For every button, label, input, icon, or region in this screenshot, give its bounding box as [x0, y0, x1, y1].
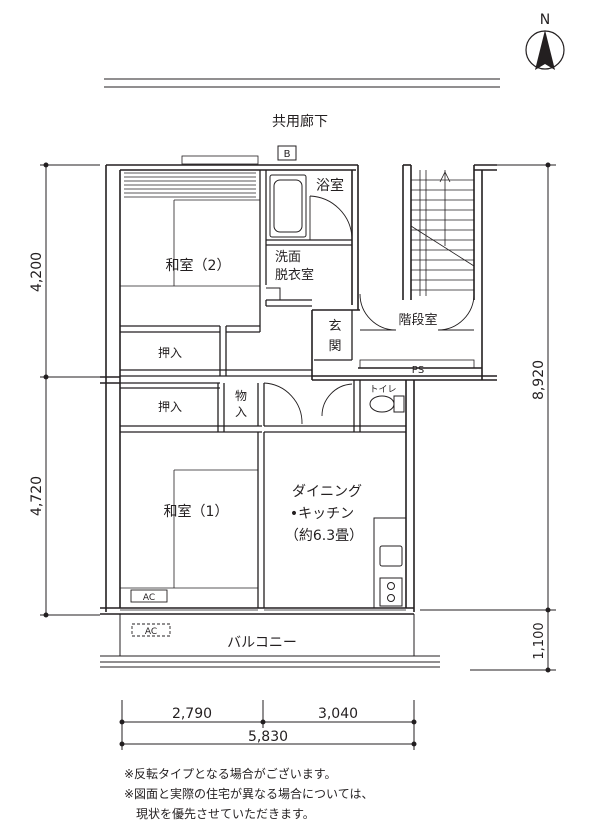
dim-left-top: 4,200 [29, 252, 45, 292]
ac-indoor-label: AC [143, 593, 155, 603]
ps-box [359, 359, 475, 369]
room-senmen-line2: 脱衣室 [275, 267, 314, 283]
room-bath: 浴室 [316, 177, 344, 194]
ac-indoor-icon [130, 589, 168, 603]
note-line: ※反転タイプとなる場合がございます。 [124, 767, 337, 781]
room-dk-line2: •キッチン [290, 506, 354, 522]
washbasin-icon [266, 287, 281, 301]
room-dk-line3: （約6.3畳） [285, 528, 363, 544]
dim-right-total: 8,920 [531, 360, 547, 400]
room-washitsu-2: 和室（2） [166, 257, 231, 274]
exterior-walls [100, 164, 497, 615]
room-genkan-line1: 玄 [328, 319, 341, 334]
dim-right-balcony: 1,100 [532, 622, 547, 659]
ps-label: PS [412, 365, 424, 376]
room-mono-line2: 入 [235, 405, 247, 419]
note-line: 現状を優先させていただきます。 [124, 807, 315, 821]
stair-treads [410, 170, 475, 296]
note-line: ※図面と実際の住宅が異なる場合については、 [124, 787, 374, 801]
b-box-label: B [284, 149, 291, 160]
room-oshiire-bottom: 押入 [158, 400, 182, 414]
dim-left-bottom: 4,720 [29, 476, 45, 516]
window-blinds [124, 155, 259, 198]
room-washitsu-1: 和室（1） [164, 503, 229, 520]
room-senmen-line1: 洗面 [275, 250, 301, 265]
room-genkan-line2: 関 [328, 339, 341, 354]
tatami-lines [120, 199, 260, 589]
balcony-rails [100, 614, 440, 668]
room-mono-line1: 物 [235, 389, 247, 403]
room-toilet: トイレ [369, 385, 396, 395]
dim-bottom-left: 2,790 [172, 706, 212, 722]
north-arrow-icon [525, 30, 565, 70]
room-dk-line1: ダイニング [292, 484, 362, 500]
bathtub-icon [269, 174, 307, 238]
door-swings [263, 195, 475, 425]
b-box-icon [277, 145, 297, 161]
dim-bottom-total: 5,830 [248, 729, 288, 745]
dim-bottom-right: 3,040 [318, 706, 358, 722]
room-stair: 階段室 [398, 312, 437, 328]
interior-walls [120, 170, 406, 608]
corridor-label: 共用廊下 [272, 113, 328, 130]
corridor-lines [104, 78, 500, 88]
kitchen-counter-icon [373, 517, 407, 609]
notes: ※反転タイプとなる場合がございます。 ※図面と実際の住宅が異なる場合については、… [124, 764, 373, 824]
ac-outdoor-label: AC [145, 627, 157, 637]
north-label: N [540, 12, 550, 28]
room-balcony: バルコニー [227, 635, 297, 651]
room-oshiire-top: 押入 [158, 346, 182, 360]
toilet-icon [369, 395, 405, 413]
